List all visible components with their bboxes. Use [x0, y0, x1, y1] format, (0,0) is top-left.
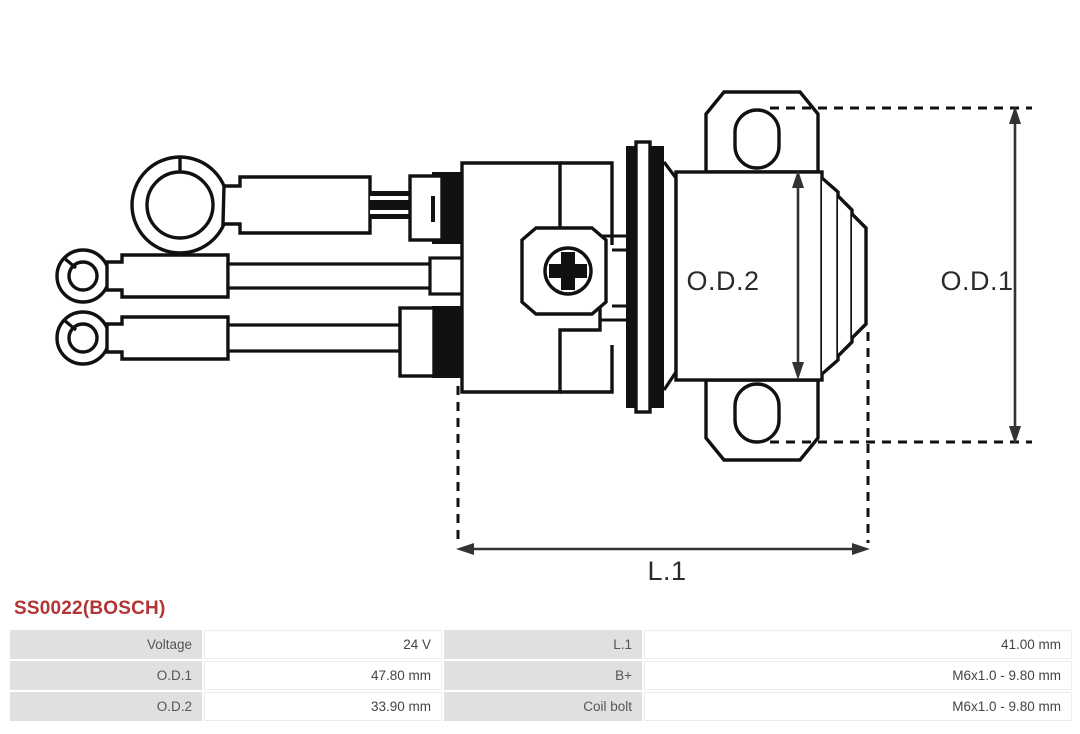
- starter-solenoid-drawing: O.D.2 O.D.1 L.1: [55, 90, 1032, 586]
- spec-label-bplus: B+: [444, 661, 642, 690]
- table-row: O.D.1 47.80 mm B+ M6x1.0 - 9.80 mm: [10, 661, 1072, 690]
- page-title: SS0022(BOSCH): [14, 598, 166, 619]
- dimension-l1: L.1: [456, 332, 870, 586]
- phillips-cross-icon: [549, 252, 587, 290]
- sealing-ring-gasket: [626, 140, 678, 414]
- spec-label-l1: L.1: [444, 630, 642, 659]
- spec-label-voltage: Voltage: [10, 630, 202, 659]
- table-row: O.D.2 33.90 mm Coil bolt M6x1.0 - 9.80 m…: [10, 692, 1072, 721]
- mounting-flange-top: [704, 90, 820, 174]
- spec-label-od2: O.D.2: [10, 692, 202, 721]
- mounting-flange-bottom: [704, 378, 820, 462]
- drawing-canvas: O.D.2 O.D.1 L.1: [55, 90, 1032, 586]
- eyelet-terminal-middle: [55, 248, 442, 304]
- mid-wire-joint: [428, 256, 466, 296]
- dimension-label-od2: O.D.2: [686, 266, 759, 296]
- spec-value-voltage: 24 V: [204, 630, 442, 659]
- table-row: Voltage 24 V L.1 41.00 mm: [10, 630, 1072, 659]
- spec-value-od1: 47.80 mm: [204, 661, 442, 690]
- top-cable-assembly: [221, 172, 462, 244]
- dimension-label-od1: O.D.1: [940, 266, 1013, 296]
- flange-hole-bottom: [733, 382, 781, 444]
- phillips-screw-boss: [520, 226, 608, 316]
- spec-value-l1: 41.00 mm: [644, 630, 1072, 659]
- spec-value-od2: 33.90 mm: [204, 692, 442, 721]
- spec-label-coil-bolt: Coil bolt: [444, 692, 642, 721]
- dimension-od2: O.D.2: [686, 170, 804, 380]
- dimension-label-l1: L.1: [647, 556, 686, 586]
- spec-value-bplus: M6x1.0 - 9.80 mm: [644, 661, 1072, 690]
- specification-table: Voltage 24 V L.1 41.00 mm O.D.1 47.80 mm…: [8, 628, 1074, 723]
- spec-label-od1: O.D.1: [10, 661, 202, 690]
- large-ring-terminal: [130, 155, 230, 255]
- dimension-od1: O.D.1: [770, 106, 1032, 444]
- eyelet-terminal-lower: [55, 306, 462, 378]
- flange-hole-top: [733, 108, 781, 170]
- spec-value-coil-bolt: M6x1.0 - 9.80 mm: [644, 692, 1072, 721]
